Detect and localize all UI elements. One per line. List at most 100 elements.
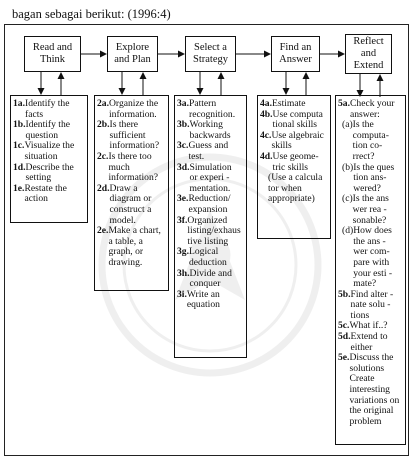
column-select-a-strategy: 3a.Pattern recognition. 3b. Working back… — [174, 95, 247, 358]
item-number: 4a. — [260, 98, 272, 109]
list-item: 4c. Use algebraic skills — [260, 129, 328, 152]
item-text: Is there too much information? — [108, 150, 159, 184]
item-text: Restate the action — [24, 182, 67, 205]
sub-item-tag: (d) — [342, 225, 354, 237]
list-item: 2b. Is there sufficient information? — [97, 119, 166, 152]
list-item: 1a.Identify the facts — [13, 98, 85, 120]
list-item: 5a.Check your answer: — [338, 98, 403, 120]
item-number: 5e. — [338, 352, 350, 364]
list-item: 5b. Find alter - nate solu - tions — [338, 288, 403, 322]
caption: bagan sebagai berikut: (1996:4) — [12, 7, 171, 21]
step-label: Explore and Plan — [114, 42, 151, 65]
item-number: 1c. — [13, 140, 25, 152]
item-text: Find alter - nate solu - tions — [350, 288, 394, 321]
item-number: 3i. — [177, 288, 187, 300]
list-item: 3i. Write an equation — [177, 288, 244, 311]
item-text: Use geome- tric skills — [272, 150, 319, 173]
item-number: 1d. — [13, 161, 26, 173]
item-number: 5c. — [338, 320, 350, 332]
item-number: 3a. — [177, 98, 189, 109]
sub-item-text: Is the ans wer rea - sonable? — [352, 193, 389, 226]
item-number: 5d. — [338, 331, 351, 343]
item-text: Organized listing/exhaus tive listing — [187, 214, 241, 247]
sub-item-tag: (b) — [342, 161, 354, 173]
item-number: 1e. — [13, 182, 25, 194]
sub-item: (a)Is the computa- tion co- rrect? — [342, 119, 403, 162]
item-number: 2e. — [97, 225, 109, 237]
item-number: 3c. — [177, 140, 189, 152]
item-number: 4b. — [260, 108, 273, 120]
item-text: Draw a diagram or construct a model. — [109, 182, 152, 226]
item-number: 3b. — [177, 119, 190, 131]
item-number: 3d. — [177, 161, 190, 173]
list-item: 2a.Organize the information. — [97, 98, 166, 120]
list-item: 1c. Visualize the situation — [13, 141, 85, 162]
item-text: Make a chart, a table, a graph, or drawi… — [108, 225, 161, 268]
item-text: Pattern recognition. — [189, 98, 236, 120]
item-text: What if..? — [349, 320, 388, 332]
list-item: 3d. Simulation or experi - mentation. — [177, 161, 244, 195]
step-label: Reflect and Extend — [353, 36, 384, 71]
list-item: 3b. Working backwards — [177, 119, 244, 141]
sub-item-text: How does the ans - wer com- pare with yo… — [353, 225, 393, 290]
item-text: Working backwards — [189, 119, 231, 141]
item-number: 5a. — [338, 98, 350, 109]
item-text: Estimate — [272, 98, 306, 109]
item-text: Use algebraic skills — [271, 129, 324, 152]
sub-item-text: Is the ques tion ans- wered? — [353, 161, 395, 194]
item-text: Is there sufficient information? — [109, 119, 160, 152]
list-item: 1d. Describe the setting — [13, 161, 85, 184]
item-number: 3g. — [177, 246, 189, 258]
list-item: 3c. Guess and test. — [177, 141, 244, 162]
item-number: 3e. — [177, 193, 189, 205]
column-find-an-answer: 4a.Estimate 4b. Use computa tional skill… — [257, 95, 331, 239]
sub-item: (c)Is the ans wer rea - sonable? — [342, 194, 403, 226]
list-item: 3g. Logical deduction — [177, 246, 244, 268]
item-text: Simulation or experi - mentation. — [189, 161, 232, 194]
item-number: 2b. — [97, 119, 110, 131]
item-number: 2a. — [97, 98, 109, 109]
item-text: Extend to either — [350, 331, 388, 353]
item-number: 5b. — [338, 288, 351, 300]
item-number: 2d. — [97, 182, 110, 194]
list-item: 4a.Estimate — [260, 98, 328, 110]
sub-item-text: Is the computa- tion co- rrect? — [352, 119, 389, 162]
item-text: Visualize the situation — [24, 140, 75, 162]
step-label: Find an Answer — [279, 42, 312, 65]
list-item: 1b. Identify the question — [13, 119, 85, 141]
column-reflect-and-extend: 5a.Check your answer: (a)Is the computa-… — [335, 95, 406, 445]
item-text: Use computa tional skills — [272, 108, 323, 131]
item-text: Organize the information. — [109, 98, 159, 120]
step-explore-and-plan: Explore and Plan — [107, 36, 158, 72]
item-text: Reduction/ expansion — [188, 193, 231, 215]
item-text: Check your answer: — [350, 98, 395, 120]
list-item: 5c. What if..? — [338, 321, 403, 332]
list-item: 4d.Use geome- tric skills — [260, 150, 328, 173]
step-find-an-answer: Find an Answer — [271, 36, 320, 72]
step-label: Read and Think — [32, 42, 73, 65]
item-text: Divide and conquer — [189, 267, 232, 290]
step-reflect-and-extend: Reflect and Extend — [345, 34, 392, 74]
item-number: 3f. — [177, 214, 188, 226]
item-text: Logical deduction — [189, 246, 227, 268]
list-item: 5e. Discuss the solutions Create interes… — [338, 352, 403, 427]
item-number: 1a. — [13, 98, 25, 109]
step-select-a-strategy: Select a Strategy — [185, 36, 236, 72]
list-item: 3f. Organized listing/exhaus tive listin… — [177, 214, 244, 248]
list-item: 4b. Use computa tional skills — [260, 108, 328, 131]
item-number: 1b. — [13, 119, 26, 131]
item-number: 4c. — [260, 129, 272, 141]
step-read-and-think: Read and Think — [24, 36, 81, 72]
list-item: 3a.Pattern recognition. — [177, 98, 244, 120]
item-text: Guess and test. — [188, 140, 229, 162]
list-item: 2d. Draw a diagram or construct a model. — [97, 182, 166, 226]
list-item: 2e. Make a chart, a table, a graph, or d… — [97, 225, 166, 268]
column-read-and-think: 1a.Identify the facts 1b. Identify the q… — [10, 95, 88, 223]
sub-item-tag: (a) — [342, 119, 353, 131]
item-number: 2c. — [97, 150, 109, 162]
item-text: Identify the question — [25, 119, 71, 141]
diagram-frame — [4, 24, 409, 456]
list-item: 3h. Divide and conquer — [177, 267, 244, 290]
list-item: 2c. Is there too much information? — [97, 150, 166, 184]
